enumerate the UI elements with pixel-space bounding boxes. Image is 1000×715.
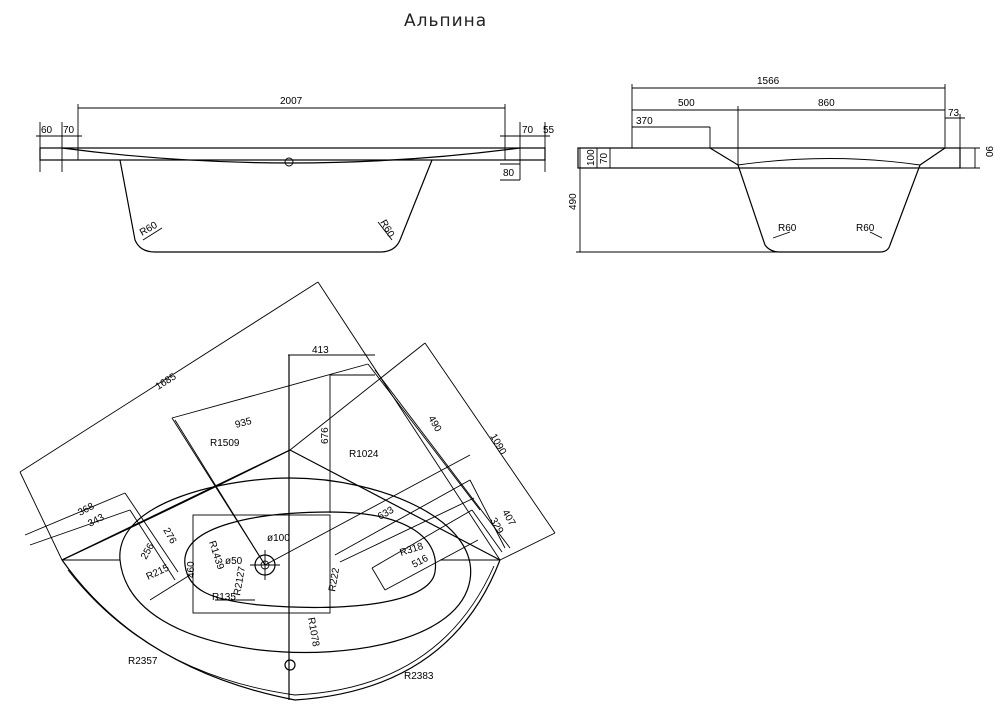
dim-label: 2007 xyxy=(280,96,303,107)
top-view xyxy=(19,281,556,701)
dim-label: 60 xyxy=(41,125,53,136)
dim-label: R2127 xyxy=(232,565,248,596)
dim-label: 80 xyxy=(503,168,515,179)
dim-label: 676 xyxy=(320,427,331,444)
dim-label: R1439 xyxy=(206,540,226,572)
dim-label: R1024 xyxy=(349,449,379,460)
dim-label: 90 xyxy=(983,146,994,158)
dim-label: 256 xyxy=(139,541,157,561)
dim-label: 1685 xyxy=(154,371,179,392)
dim-label: ø50 xyxy=(225,556,243,567)
dim-label: 460 xyxy=(186,561,197,578)
dim-label: R1078 xyxy=(305,617,321,648)
dim-label: R2357 xyxy=(128,656,158,667)
dim-label: 276 xyxy=(160,526,178,546)
dim-label: 370 xyxy=(636,116,653,127)
side-view-short xyxy=(576,84,980,253)
dim-label: 935 xyxy=(234,416,253,431)
dim-label: 860 xyxy=(818,98,835,109)
dim-label: 70 xyxy=(522,125,534,136)
dim-label: 73 xyxy=(948,108,960,119)
dim-label: 55 xyxy=(543,125,555,136)
dim-label: 490 xyxy=(568,193,579,210)
dim-label: 490 xyxy=(425,414,443,434)
dim-label: 516 xyxy=(410,553,430,571)
dim-label: R135 xyxy=(212,592,236,603)
dim-label: R2383 xyxy=(404,671,434,682)
dim-label: R215 xyxy=(145,562,172,582)
dim-label: R60 xyxy=(778,223,797,234)
dim-label: R1509 xyxy=(210,438,240,449)
dim-label: 500 xyxy=(678,98,695,109)
dim-label: 1566 xyxy=(757,76,780,87)
dim-label: ø100 xyxy=(267,533,290,544)
dim-label: R222 xyxy=(327,567,342,593)
drawing-title: Альпина xyxy=(404,11,487,31)
side-view-long xyxy=(36,104,550,253)
dim-label: 1090 xyxy=(487,432,508,457)
dim-label: 70 xyxy=(63,125,75,136)
dim-label: 413 xyxy=(312,345,329,356)
dim-label: 70 xyxy=(599,152,610,164)
dim-label: 100 xyxy=(586,149,597,166)
dim-label: R60 xyxy=(856,223,875,234)
dim-label: R60 xyxy=(377,218,396,240)
dim-label: 343 xyxy=(86,512,106,530)
